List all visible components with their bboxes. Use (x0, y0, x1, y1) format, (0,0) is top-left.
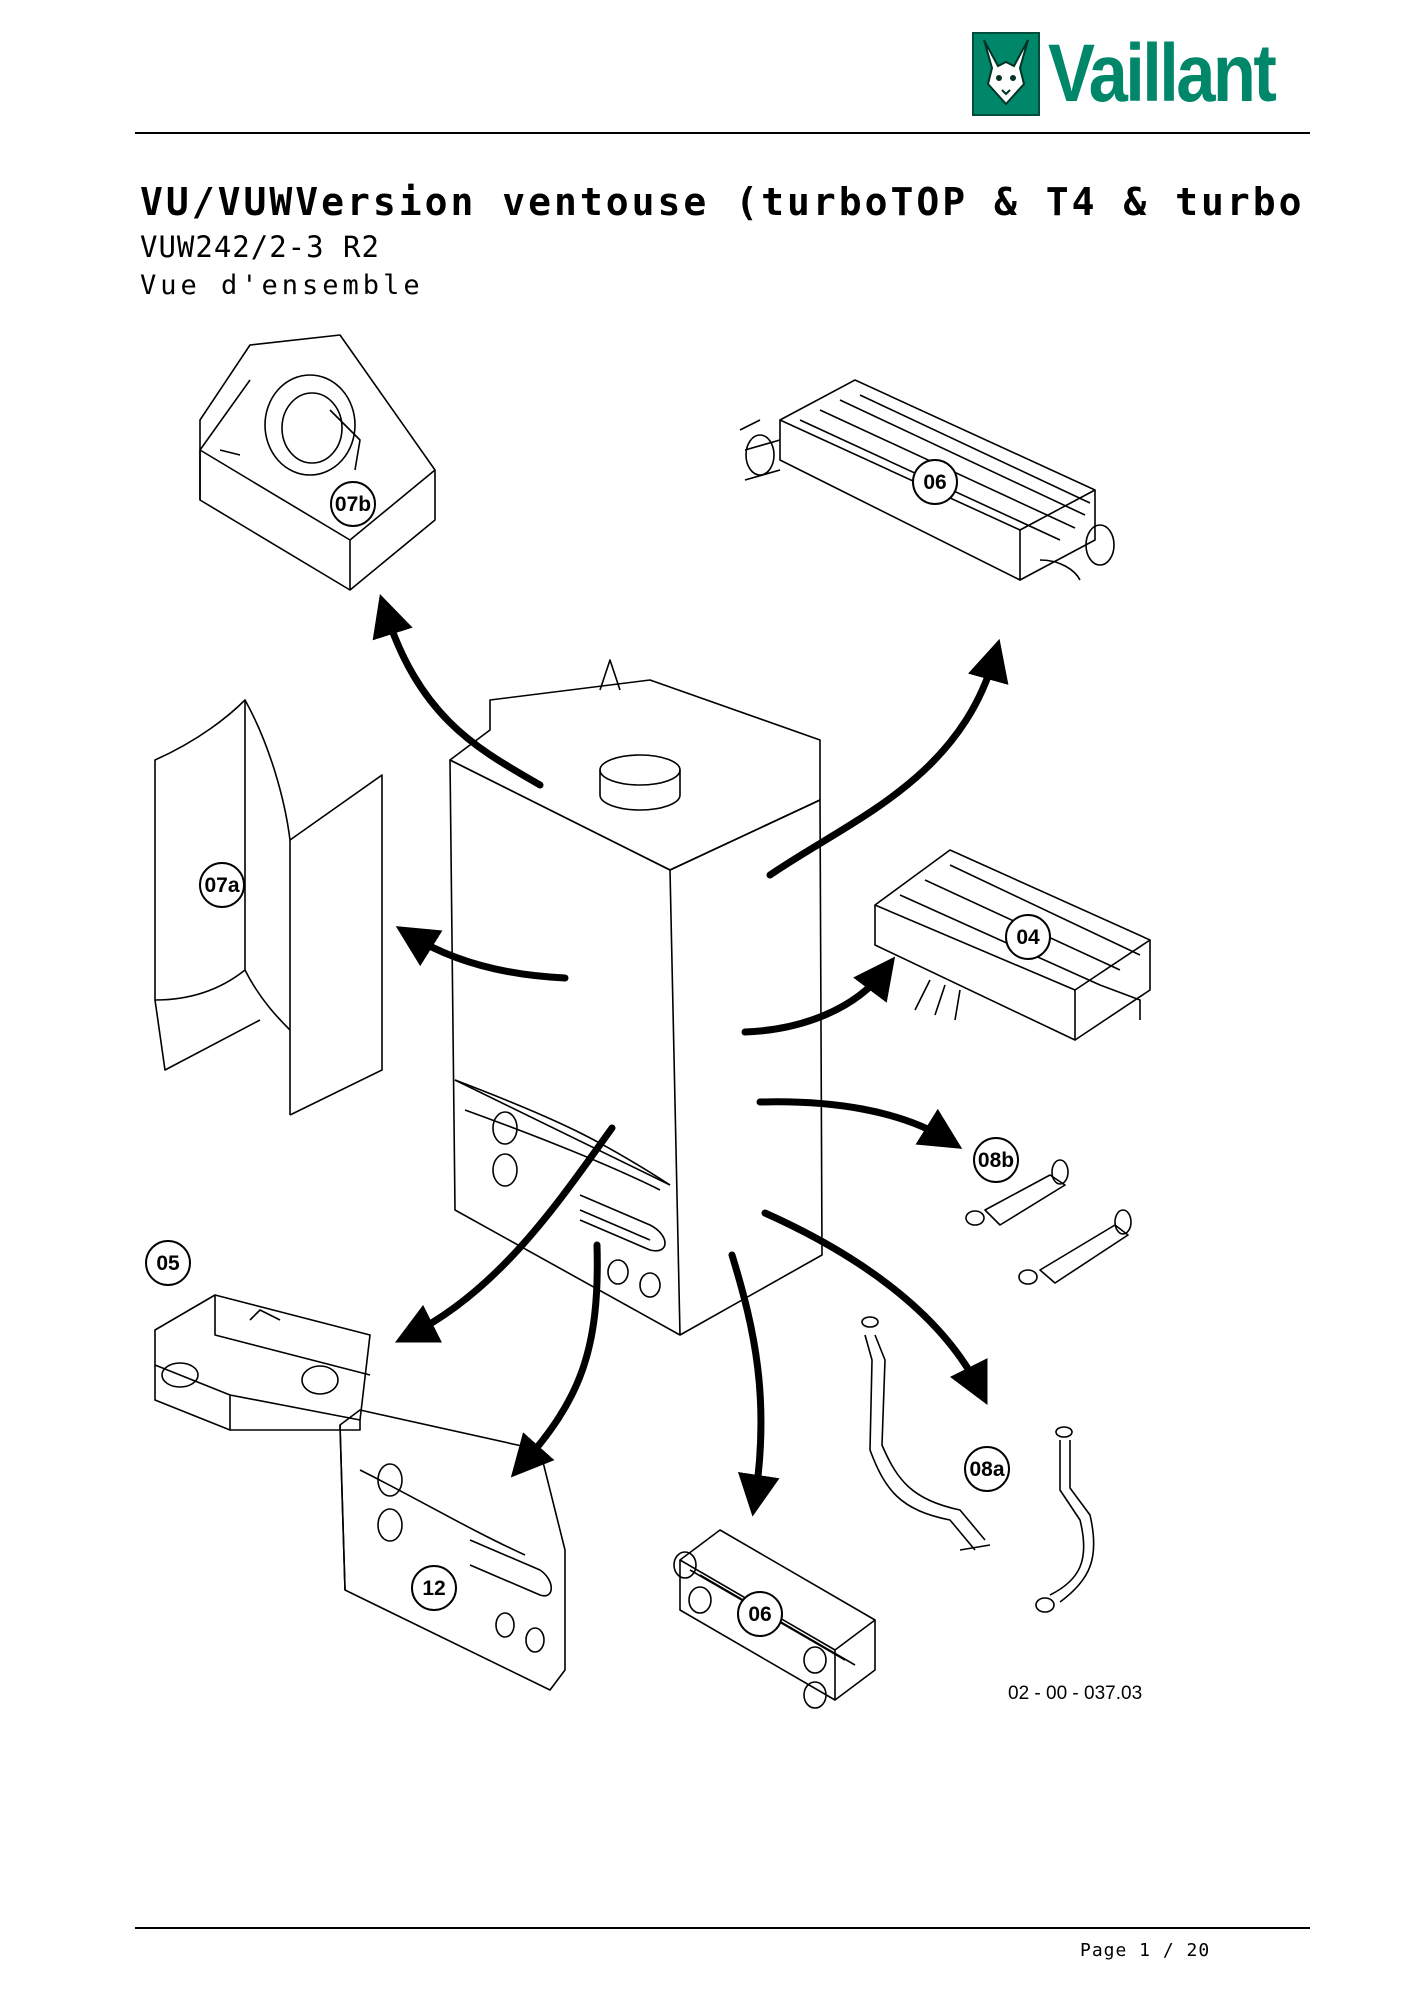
boiler-unit (449, 659, 823, 1336)
label-07b: 07b (330, 481, 376, 527)
part-labels: 07b 06 07a 04 08b 05 12 06 (145, 459, 1051, 1637)
arrow-heat-exchanger (766, 638, 1009, 879)
drawing-reference: 02 - 00 - 037.03 (1008, 1683, 1143, 1704)
hare-emblem-icon (972, 32, 1040, 116)
model-number: VUW242/2-3 R2 (140, 230, 380, 264)
connector-fittings (965, 1159, 1132, 1285)
svg-text:08a: 08a (969, 1458, 1004, 1481)
casing-panel (154, 699, 383, 1116)
svg-text:04: 04 (1016, 926, 1040, 949)
label-04: 04 (1005, 914, 1051, 960)
label-12: 12 (411, 1565, 457, 1611)
control-panel (339, 1409, 566, 1691)
arrow-control-panel (510, 1241, 601, 1478)
svg-text:06: 06 (923, 471, 946, 494)
arrow-burner (741, 956, 896, 1036)
exploded-parts-diagram: 07b 06 07a 04 08b 05 12 06 (145, 334, 1151, 1709)
arrow-gas-valve (394, 1124, 616, 1343)
svg-text:08b: 08b (978, 1149, 1014, 1172)
footer-divider (135, 1927, 1310, 1929)
label-05: 05 (145, 1240, 191, 1286)
document-title: VU/VUWVersion ventouse (turboTOP & T4 & … (140, 180, 1305, 224)
vaillant-logo: Vaillant (972, 28, 1312, 119)
arrow-fan (372, 593, 544, 789)
arrow-casing (395, 926, 569, 982)
arrows (372, 593, 1009, 1517)
page-number: Page 1 / 20 (1080, 1940, 1211, 1961)
label-06-bottom: 06 (737, 1591, 783, 1637)
arrow-plate-exchanger (728, 1251, 780, 1517)
label-08a: 08a (964, 1446, 1010, 1492)
label-07a: 07a (199, 862, 245, 908)
svg-text:07a: 07a (204, 874, 239, 897)
fan-assembly (199, 334, 436, 591)
gas-valve-assembly (154, 1294, 371, 1431)
label-06-top: 06 (912, 459, 958, 505)
document-subtitle: Vue d'ensemble (140, 270, 424, 301)
brand-name: Vaillant (1048, 28, 1277, 119)
header-divider (135, 132, 1310, 134)
arrow-pipes (761, 1209, 988, 1406)
burner-assembly (874, 849, 1151, 1041)
label-08b: 08b (973, 1137, 1019, 1183)
svg-text:12: 12 (422, 1577, 445, 1600)
plate-heat-exchanger (673, 1529, 876, 1709)
pipe-assemblies (861, 1316, 1095, 1613)
svg-text:06: 06 (748, 1603, 771, 1626)
arrow-connectors (756, 1098, 963, 1149)
svg-text:07b: 07b (335, 493, 371, 516)
svg-text:05: 05 (156, 1252, 180, 1275)
